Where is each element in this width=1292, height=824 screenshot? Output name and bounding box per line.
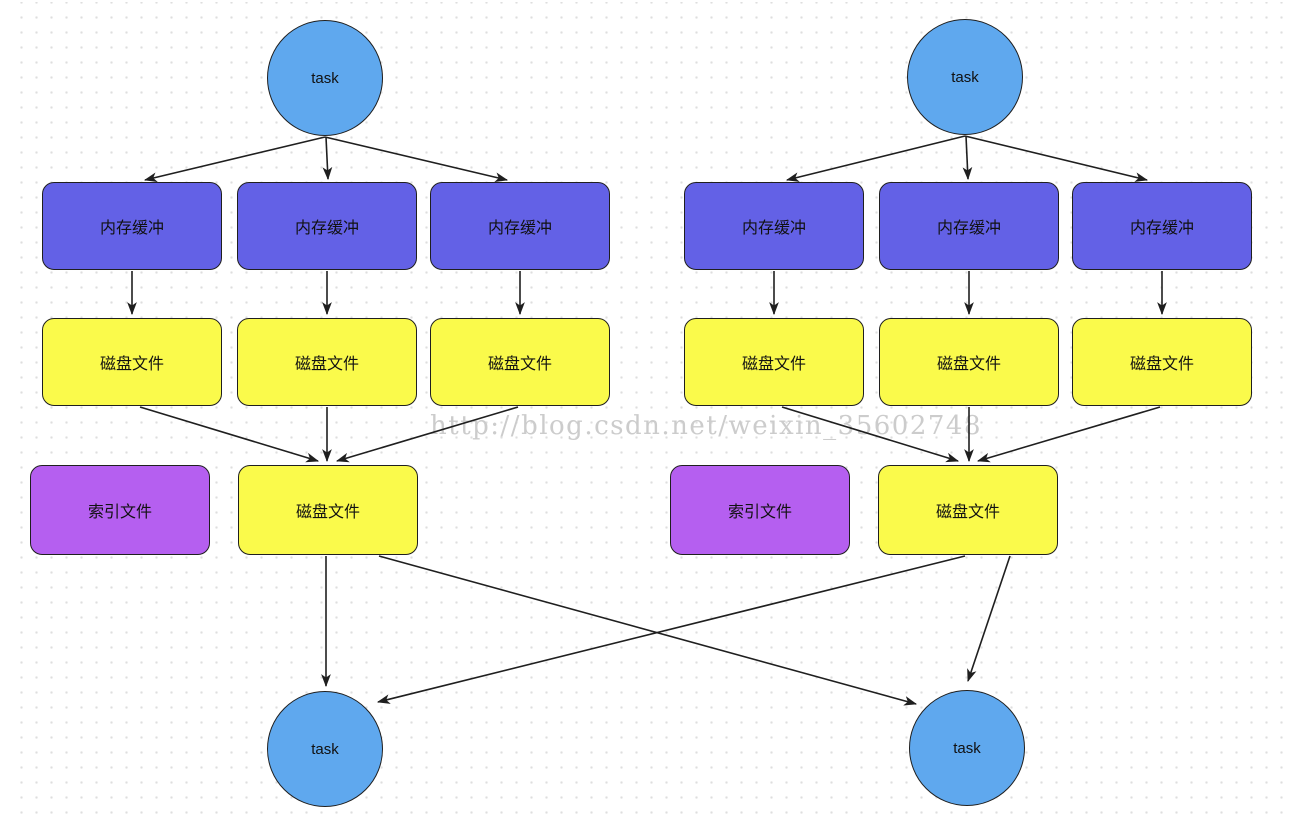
task-sink-left: task — [267, 691, 383, 807]
edge-task-to-buffer-l2 — [322, 136, 333, 181]
memory-buffer-left-2: 内存缓冲 — [237, 182, 417, 270]
task-sink-right: task — [909, 690, 1025, 806]
edge-merge-right-to-task-right — [967, 555, 1011, 683]
memory-buffer-right-3: 内存缓冲 — [1072, 182, 1252, 270]
spill-file-right-1: 磁盘文件 — [684, 318, 864, 406]
edge-task-to-buffer-l1 — [143, 136, 326, 182]
edge-merge-left-to-task-right — [378, 555, 918, 706]
memory-buffer-right-1: 内存缓冲 — [684, 182, 864, 270]
edge-merge-right-to-task-left — [376, 555, 966, 704]
memory-buffer-left-3: 内存缓冲 — [430, 182, 610, 270]
memory-buffer-right-2: 内存缓冲 — [879, 182, 1059, 270]
edge-task-to-buffer-r3 — [964, 135, 1149, 182]
edge-spill-to-merge-r3 — [976, 406, 1161, 463]
edge-task-to-buffer-l3 — [324, 136, 509, 183]
merged-file-right: 磁盘文件 — [878, 465, 1058, 555]
edge-spill-to-merge-l3 — [335, 406, 519, 463]
spill-file-right-2: 磁盘文件 — [879, 318, 1059, 406]
task-source-left: task — [267, 20, 383, 136]
spill-file-left-3: 磁盘文件 — [430, 318, 610, 406]
edge-spill-to-merge-l1 — [139, 406, 320, 463]
spill-file-left-1: 磁盘文件 — [42, 318, 222, 406]
index-file-right: 索引文件 — [670, 465, 850, 555]
task-source-right: task — [907, 19, 1023, 135]
watermark: http://blog.csdn.net/weixin_35602748 — [430, 411, 982, 441]
spill-file-right-3: 磁盘文件 — [1072, 318, 1252, 406]
memory-buffer-left-1: 内存缓冲 — [42, 182, 222, 270]
edge-task-to-buffer-r2 — [962, 135, 973, 181]
dot-grid-background — [8, 2, 1292, 824]
index-file-left: 索引文件 — [30, 465, 210, 555]
edge-task-to-buffer-r1 — [785, 135, 966, 182]
spill-file-left-2: 磁盘文件 — [237, 318, 417, 406]
merged-file-left: 磁盘文件 — [238, 465, 418, 555]
edge-spill-to-merge-r1 — [781, 406, 960, 463]
